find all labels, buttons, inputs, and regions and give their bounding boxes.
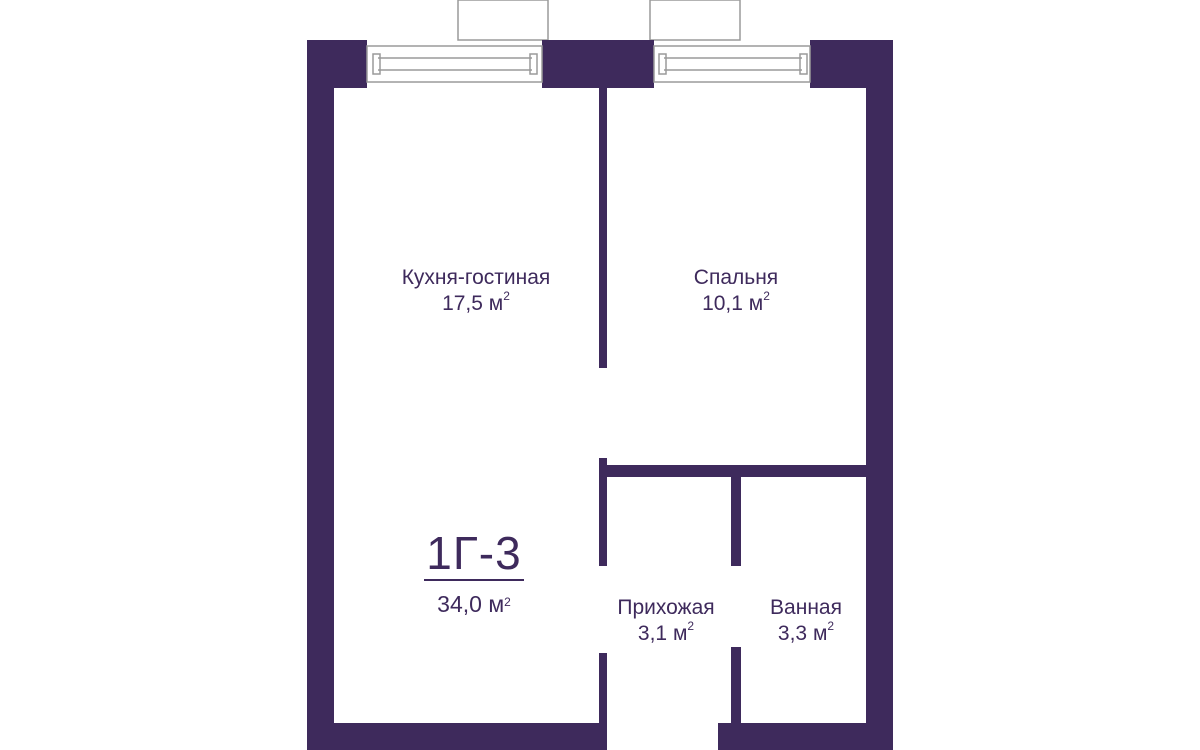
room-area-bedroom: 10,1 м2 <box>702 289 770 316</box>
window-right <box>653 45 811 83</box>
interior-walls <box>599 88 893 750</box>
wall-kitchen-hall-lower <box>599 653 607 750</box>
wall-top-middle-pier <box>542 40 654 88</box>
wall-right-upper <box>866 40 893 465</box>
wall-right-lower <box>866 465 893 750</box>
room-name-kitchen-living: Кухня-гостиная <box>401 266 551 289</box>
wall-hall-bath-lower <box>731 647 741 750</box>
room-area-kitchen-living: 17,5 м2 <box>442 289 510 316</box>
room-area-bathroom: 3,3 м2 <box>777 619 835 646</box>
wall-kitchen-bedroom <box>599 88 607 368</box>
room-label-bedroom: Спальня 10,1 м2 <box>636 265 836 318</box>
room-label-hallway: Прихожая 3,1 м2 <box>596 595 736 648</box>
wall-bottom-left <box>307 723 607 750</box>
apartment-total-area: 34,0 м2 <box>437 591 511 617</box>
apartment-code-underline <box>424 579 524 581</box>
balcony-left <box>457 0 549 41</box>
wall-hall-bath-upper <box>731 477 741 566</box>
window-left <box>366 45 543 83</box>
room-name-bedroom: Спальня <box>693 266 779 289</box>
room-label-bathroom: Ванная 3,3 м2 <box>746 595 866 648</box>
wall-left <box>307 40 334 750</box>
wall-bedroom-bottom <box>599 465 893 477</box>
room-name-hallway: Прихожая <box>617 596 715 619</box>
room-area-hallway: 3,1 м2 <box>637 619 695 646</box>
room-label-kitchen-living: Кухня-гостиная 17,5 м2 <box>356 265 596 318</box>
room-name-bathroom: Ванная <box>770 596 842 619</box>
wall-bottom-right <box>718 723 893 750</box>
apartment-code: 1Г-3 <box>426 527 522 579</box>
outer-walls <box>307 40 893 750</box>
wall-kitchen-hall-upper <box>599 458 607 566</box>
balcony-right <box>649 0 741 41</box>
